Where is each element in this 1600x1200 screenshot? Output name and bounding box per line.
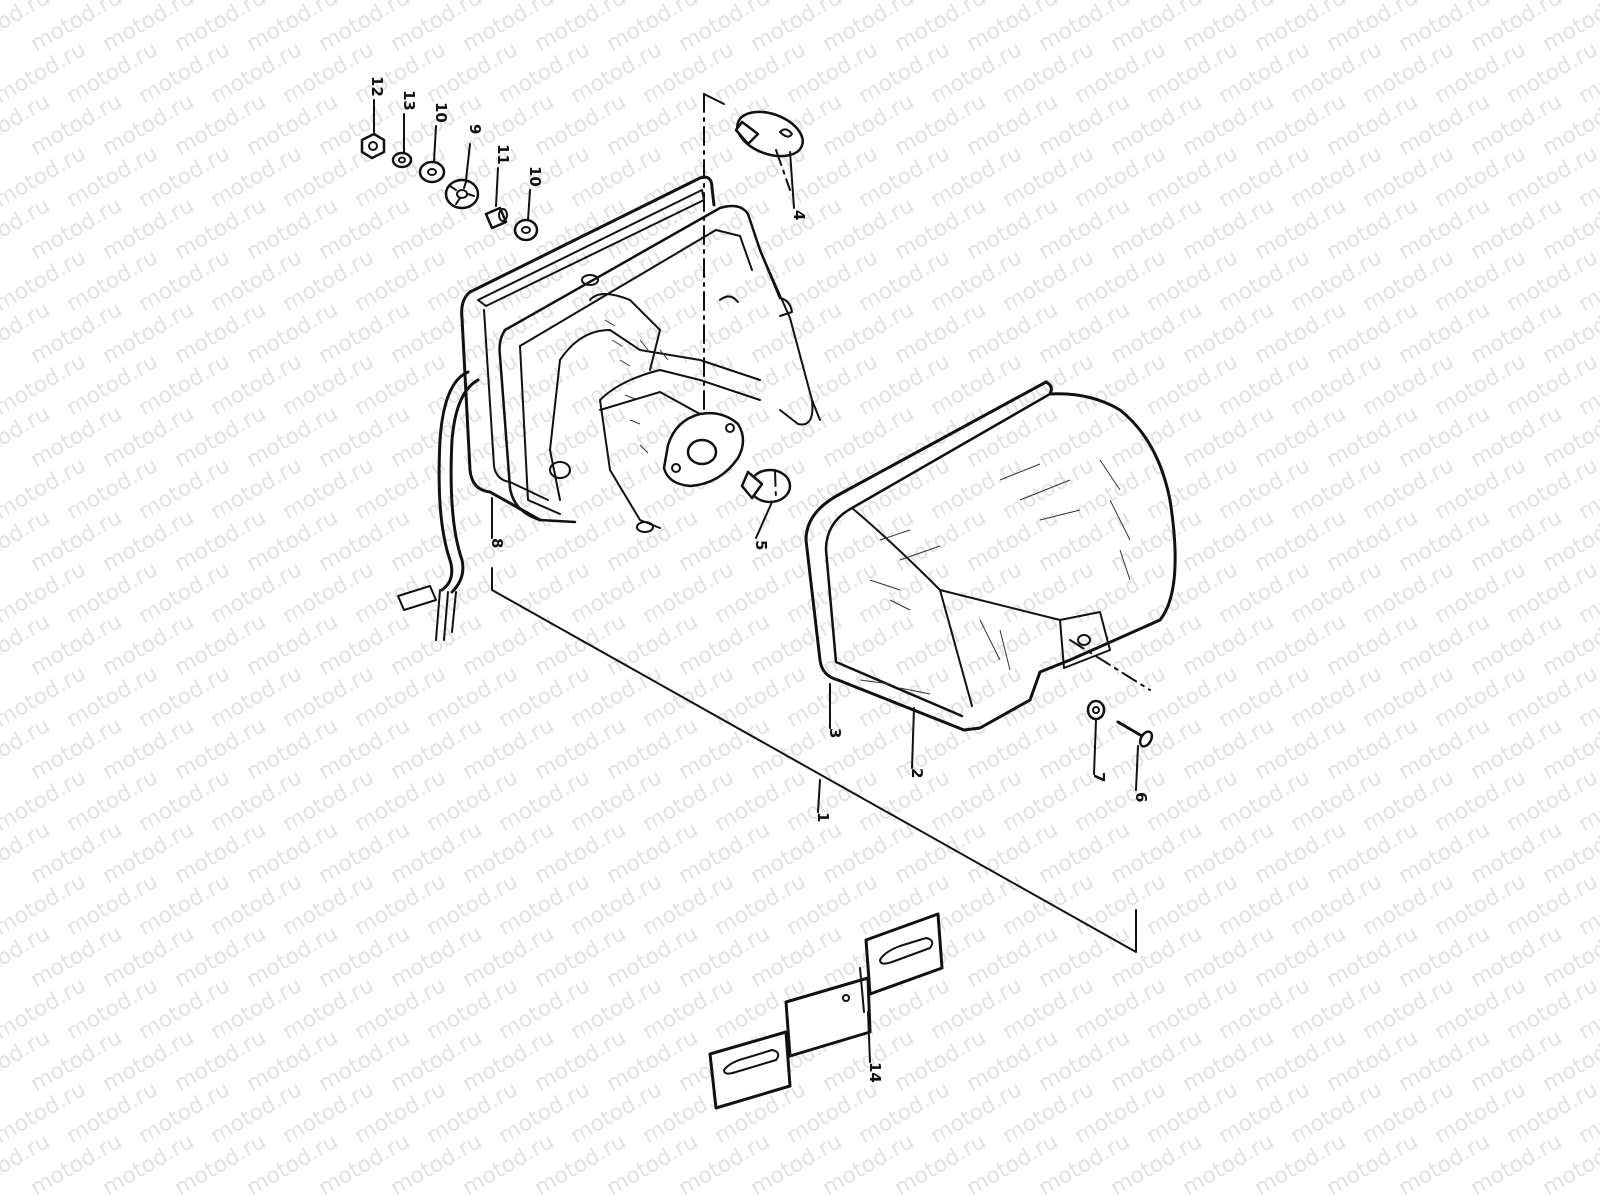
callouts: 12 13 10 9 11 10 4 5 8 3 2 7 6 1 14 (368, 76, 1150, 1083)
callout-13: 13 (400, 90, 418, 111)
callout-10-upper: 10 (432, 102, 450, 123)
callout-12: 12 (368, 76, 386, 97)
callout-14: 14 (866, 1062, 884, 1083)
assembly-guides (491, 93, 1151, 953)
callout-7: 7 (1090, 772, 1108, 782)
washer-10-upper (418, 160, 446, 184)
callout-5: 5 (752, 540, 770, 550)
leader-lines (373, 99, 1139, 1063)
callout-3: 3 (826, 728, 844, 738)
callout-10-lower: 10 (526, 166, 544, 187)
callout-1: 1 (814, 812, 832, 822)
tail-lamp-lens (804, 380, 1177, 732)
callout-6: 6 (1132, 792, 1150, 802)
callout-11: 11 (494, 144, 512, 165)
callout-4: 4 (790, 210, 808, 220)
bulb-5 (740, 468, 792, 504)
nut-12 (360, 132, 386, 160)
washer-10-lower (513, 218, 539, 242)
washer-13 (391, 151, 413, 169)
watermark-text: motod.ru (1575, 0, 1600, 5)
washer-7 (1086, 699, 1106, 721)
callout-2: 2 (908, 768, 926, 778)
bulb-4 (734, 110, 804, 158)
callout-8: 8 (488, 538, 506, 548)
license-bracket-14 (708, 912, 944, 1110)
screw-6 (1116, 720, 1154, 748)
grommet-9 (444, 178, 480, 210)
callout-9: 9 (466, 124, 484, 134)
collar-11 (484, 206, 508, 230)
